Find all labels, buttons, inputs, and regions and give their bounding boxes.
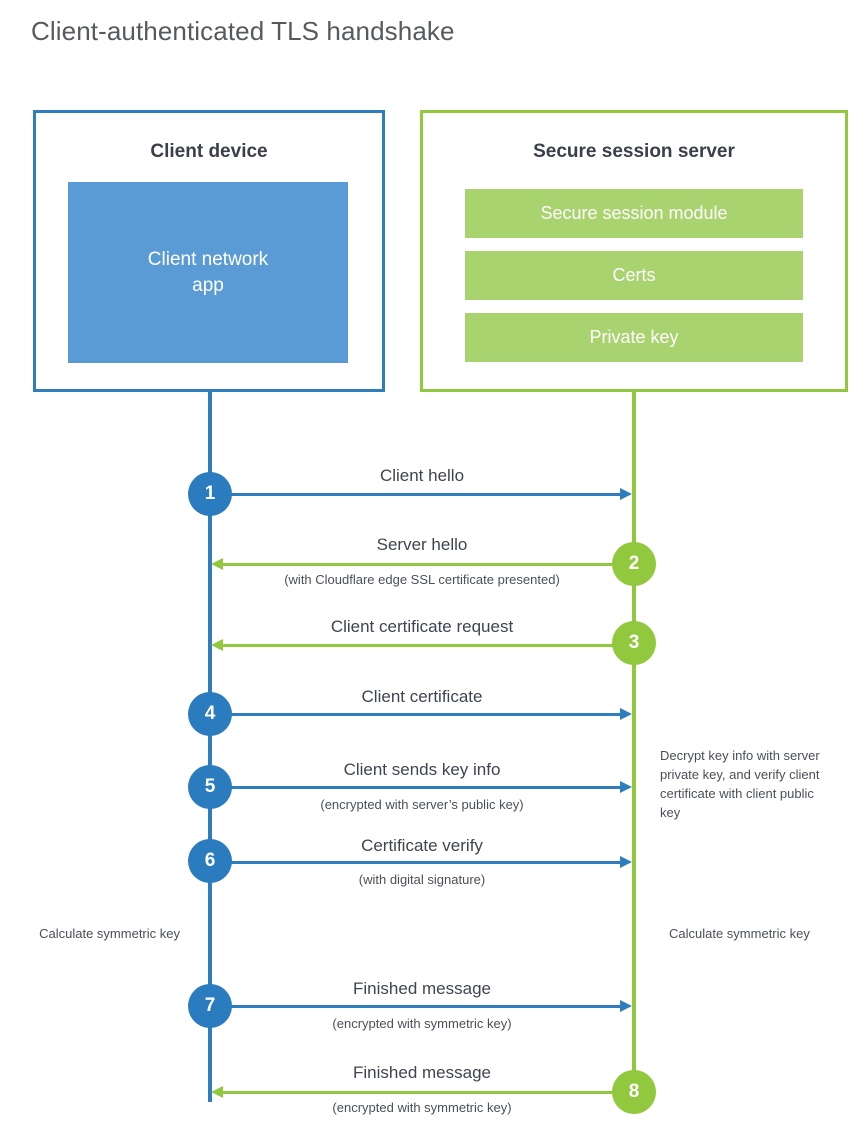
step-7-label: Finished message — [353, 979, 491, 998]
step-6-badge: 6 — [188, 839, 232, 883]
server-calculate-symmetric-key-note: Calculate symmetric key — [669, 926, 810, 941]
server-component-label: Certs — [612, 265, 656, 285]
server-decrypt-note: Decrypt key info with server private key… — [660, 748, 820, 820]
server-component-certs: Certs — [465, 251, 803, 300]
step-5-sublabel: (encrypted with server’s public key) — [320, 797, 524, 812]
server-component-secure-session-module: Secure session module — [465, 189, 803, 238]
step-6-arrow — [210, 856, 632, 868]
arrow-head-icon — [620, 781, 632, 793]
step-1-label: Client hello — [379, 466, 465, 485]
server-component-label: Private key — [589, 327, 679, 347]
client-network-app-block: Client network app — [68, 182, 348, 363]
step-3-label: Client certificate request — [330, 617, 514, 636]
step-5-badge: 5 — [188, 765, 232, 809]
client-device-title: Client device — [150, 141, 268, 162]
step-6-sublabel: (with digital signature) — [358, 872, 486, 887]
step-7-arrow — [210, 1000, 632, 1012]
step-1-arrow — [210, 488, 632, 500]
step-8-label: Finished message — [353, 1063, 491, 1082]
step-4-label: Client certificate — [361, 687, 483, 706]
step-7-badge: 7 — [188, 984, 232, 1028]
step-8-arrow — [211, 1086, 632, 1098]
client-device-box: Client device Client network app — [33, 110, 385, 392]
arrow-head-icon — [620, 488, 632, 500]
client-lifeline — [208, 392, 212, 1102]
step-2-sublabel: (with Cloudflare edge SSL certificate pr… — [284, 572, 560, 587]
client-network-app-label: Client network app — [147, 248, 269, 296]
client-calculate-symmetric-key-note: Calculate symmetric key — [39, 926, 180, 941]
step-6-label: Certificate verify — [361, 836, 483, 855]
page-title: Client-authenticated TLS handshake — [31, 16, 455, 46]
step-7-sublabel: (encrypted with symmetric key) — [332, 1016, 512, 1031]
step-8-badge: 8 — [612, 1070, 656, 1114]
arrow-head-icon — [620, 708, 632, 720]
arrow-head-icon — [620, 1000, 632, 1012]
step-5-arrow — [210, 781, 632, 793]
arrow-head-icon — [211, 1086, 223, 1098]
step-4-arrow — [210, 708, 632, 720]
secure-session-server-title: Secure session server — [533, 141, 735, 162]
step-3-badge: 3 — [612, 621, 656, 665]
arrow-head-icon — [620, 856, 632, 868]
arrow-head-icon — [211, 558, 223, 570]
step-8-sublabel: (encrypted with symmetric key) — [332, 1100, 512, 1115]
step-2-arrow — [211, 558, 632, 570]
server-component-private-key: Private key — [465, 313, 803, 362]
step-4-badge: 4 — [188, 692, 232, 736]
step-5-label: Client sends key info — [343, 760, 501, 779]
step-3-arrow — [211, 639, 632, 651]
secure-session-server-box: Secure session server Secure session mod… — [420, 110, 848, 392]
step-2-badge: 2 — [612, 542, 656, 586]
server-lifeline — [632, 392, 636, 1092]
arrow-head-icon — [211, 639, 223, 651]
server-component-label: Secure session module — [540, 203, 728, 223]
step-1-badge: 1 — [188, 472, 232, 516]
step-2-label: Server hello — [376, 535, 468, 554]
